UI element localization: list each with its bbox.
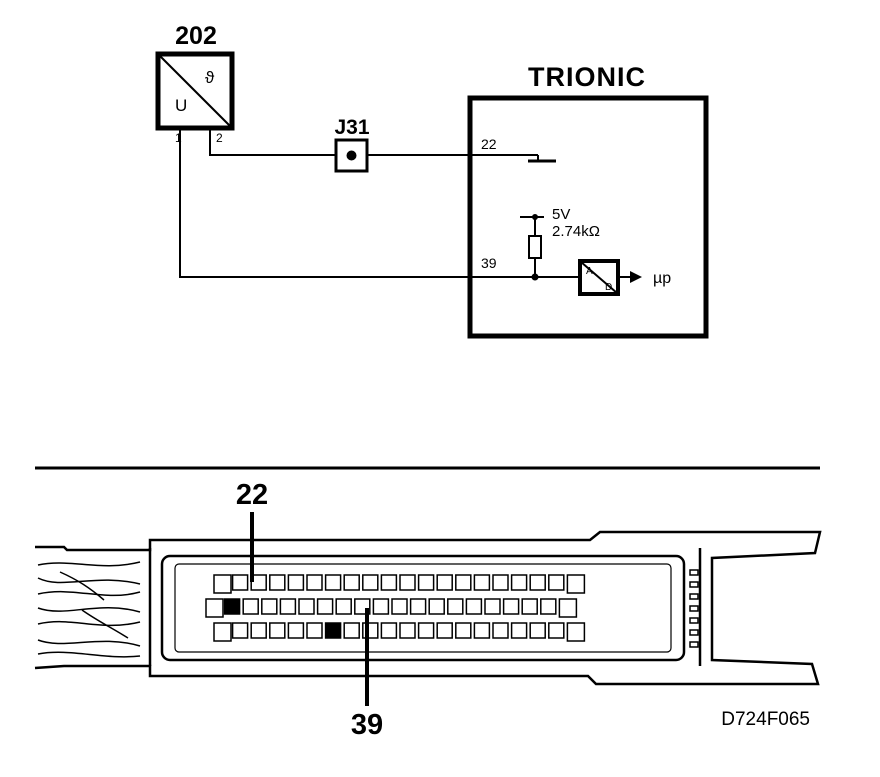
connector-pin xyxy=(510,622,528,639)
figure-id: D724F065 xyxy=(721,709,810,730)
connector-pin xyxy=(269,574,286,591)
junction-j31: J31 xyxy=(334,116,370,173)
ecu-box xyxy=(467,95,709,339)
connector-pin xyxy=(447,598,464,615)
callout-39: 39 xyxy=(351,709,383,741)
pullup-network xyxy=(520,216,544,277)
supply-node xyxy=(532,214,538,220)
connector-pin xyxy=(306,574,323,591)
junction-label: J31 xyxy=(334,116,369,139)
connector-pin xyxy=(510,574,528,591)
connector-pin xyxy=(231,622,249,639)
connector-pin xyxy=(380,574,398,591)
connector-pin-highlighted xyxy=(223,598,241,615)
adc-converter: A D xyxy=(578,259,620,296)
pin-grid xyxy=(205,574,586,642)
connector-pin xyxy=(298,598,315,615)
schematic: 202 U ϑ 1 2 J31 TRIONIC xyxy=(155,22,709,339)
connector-pin xyxy=(343,574,360,591)
connector-pin xyxy=(492,622,509,639)
connector-pin xyxy=(409,598,427,615)
wood-grain xyxy=(37,561,141,658)
sensor-number: 202 xyxy=(175,22,217,50)
connector-pin xyxy=(205,598,224,618)
connector-view: 22 39 D724F065 xyxy=(34,466,822,741)
connector-pin xyxy=(362,574,379,591)
sensor-pin-1-label: 1 xyxy=(175,131,182,145)
arrow-icon xyxy=(630,271,642,283)
adc-label-a: A xyxy=(586,266,593,277)
wire-pin2-to-j31 xyxy=(209,128,336,156)
connector-pin xyxy=(548,574,565,591)
signal-node xyxy=(531,273,539,281)
connector-pin xyxy=(548,622,565,639)
ecu-pin-39-label: 39 xyxy=(481,255,497,271)
connector-pin xyxy=(465,598,483,615)
connector-pin xyxy=(261,598,278,615)
connector-pin xyxy=(417,622,435,639)
connector-pin xyxy=(287,622,305,639)
ecu-trionic: TRIONIC 22 5V 2.74kΩ 39 xyxy=(467,62,709,339)
harness-body xyxy=(34,530,822,686)
ecu-pin-22-label: 22 xyxy=(481,136,497,152)
connector-pin xyxy=(566,574,586,594)
ecu-title: TRIONIC xyxy=(528,62,646,92)
connector-pin xyxy=(417,574,435,591)
connector-pin xyxy=(343,622,360,639)
sensor-202: 202 U ϑ 1 2 xyxy=(155,22,235,145)
connector-pin xyxy=(372,598,390,615)
connector-pin xyxy=(335,598,352,615)
connector-inner-rim xyxy=(174,563,672,653)
wires xyxy=(179,128,580,278)
sensor-symbol-theta: ϑ xyxy=(205,68,215,87)
connector-pin xyxy=(231,574,249,591)
connector-pin xyxy=(529,622,546,639)
connector-pin xyxy=(473,574,491,591)
connector-pin xyxy=(250,622,267,639)
connector-pin xyxy=(213,574,232,594)
connector-pin xyxy=(399,622,416,639)
connector-pin xyxy=(279,598,297,615)
connector-pin xyxy=(380,622,398,639)
connector-pin xyxy=(492,574,509,591)
connector-teeth xyxy=(689,569,699,648)
sensor-diagonal xyxy=(159,55,231,127)
connector-pin xyxy=(213,622,232,642)
connector-pin xyxy=(455,574,472,591)
pullup-resistance: 2.74kΩ xyxy=(552,223,600,240)
microprocessor-label: µp xyxy=(653,270,671,287)
connector-pin xyxy=(391,598,408,615)
sensor-symbol-u: U xyxy=(175,96,187,115)
connector-pin xyxy=(324,574,342,591)
callout-22: 22 xyxy=(236,479,268,511)
connector-pin xyxy=(428,598,445,615)
connector-pin xyxy=(436,574,453,591)
connector-pin xyxy=(399,574,416,591)
connector-pin xyxy=(521,598,538,615)
connector-pin xyxy=(306,622,323,639)
connector-pin xyxy=(287,574,305,591)
connector-pin xyxy=(473,622,491,639)
connector-pin xyxy=(540,598,557,615)
wire-pin1-to-pin39 xyxy=(179,128,580,278)
junction-dot xyxy=(346,150,357,161)
adc-label-d: D xyxy=(605,282,612,293)
sensor-pin-2-label: 2 xyxy=(216,131,223,145)
connector-pin xyxy=(502,598,520,615)
connector-pin xyxy=(566,622,586,642)
connector-pin xyxy=(316,598,334,615)
connector-pin xyxy=(529,574,546,591)
connector-pin xyxy=(484,598,501,615)
connector-pin-highlighted xyxy=(324,622,342,639)
connector-pin xyxy=(455,622,472,639)
connector-pin xyxy=(558,598,578,618)
ground-symbol xyxy=(528,155,556,163)
connector-pin xyxy=(436,622,453,639)
connector-pin xyxy=(269,622,286,639)
supply-voltage: 5V xyxy=(552,206,570,223)
connector-pin xyxy=(250,574,267,591)
connector-pin xyxy=(242,598,259,615)
